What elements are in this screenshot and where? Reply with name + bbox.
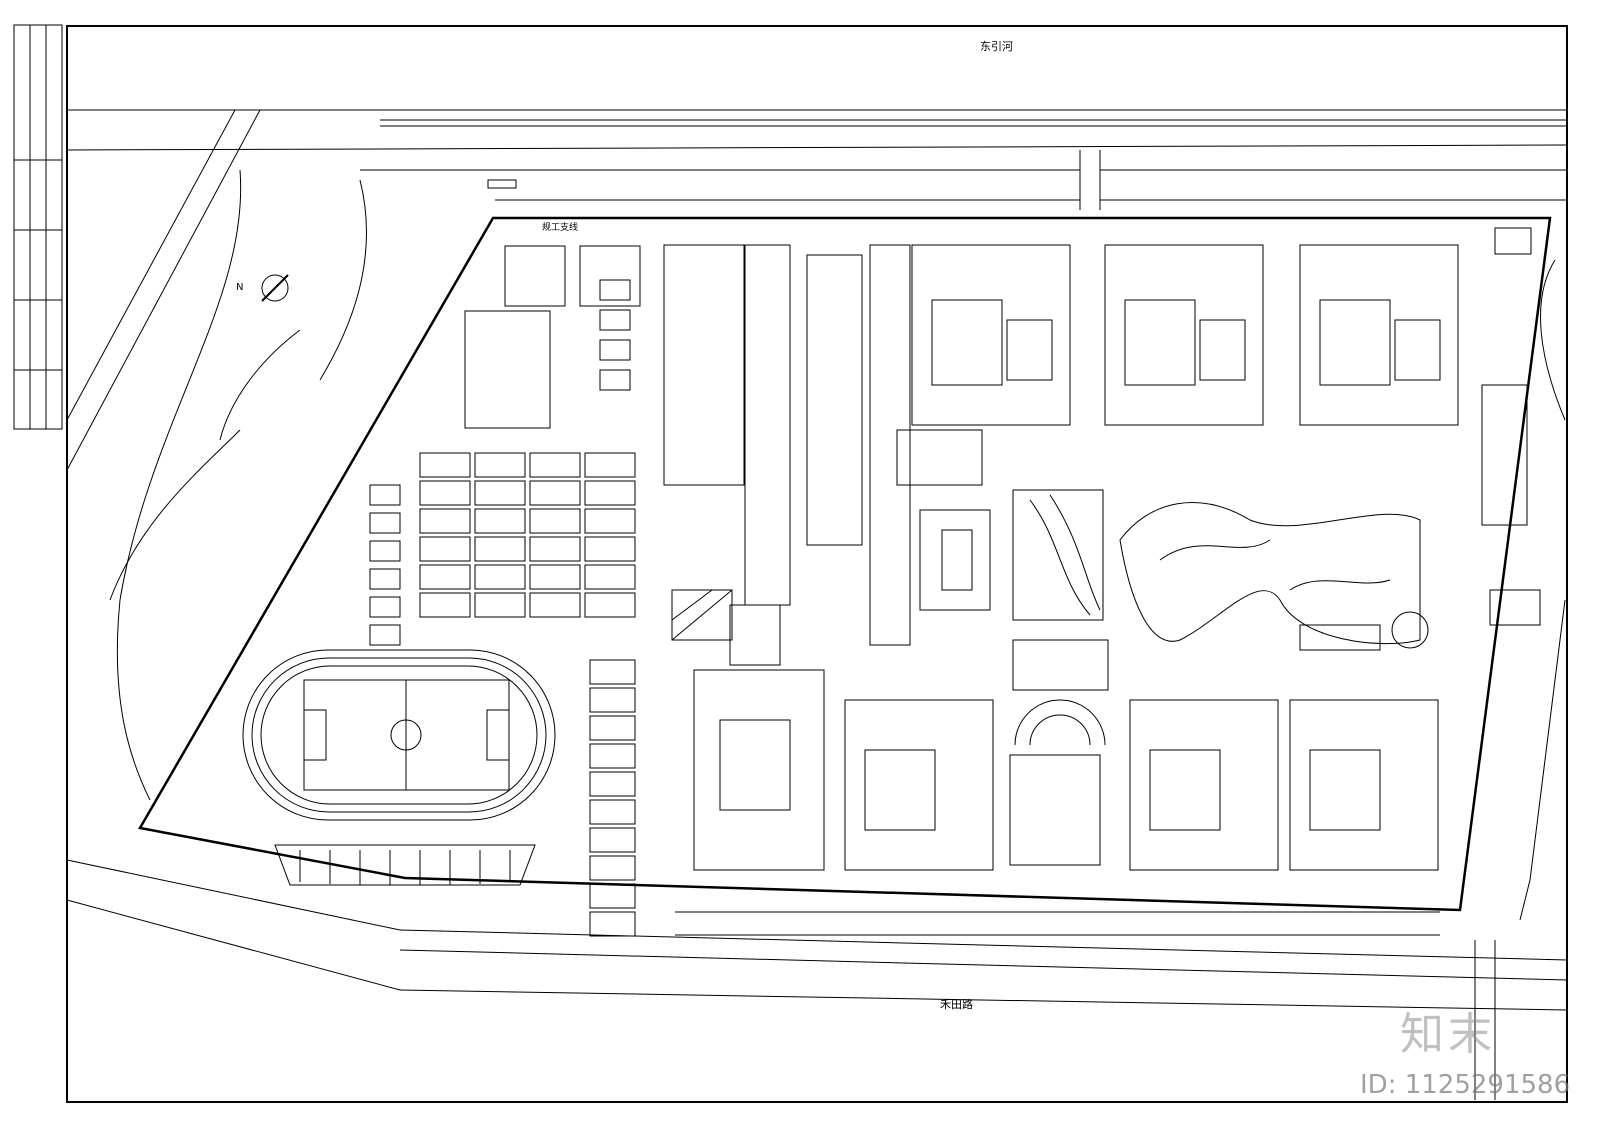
basketball-court [529, 536, 581, 562]
north-label: N [236, 282, 243, 293]
diagonal-highway [66, 109, 367, 801]
north-road [66, 144, 1568, 210]
basketball-court [474, 508, 526, 534]
drawing-frame [66, 25, 1568, 1103]
teaching-block-wing [1149, 749, 1221, 831]
teaching-block [1009, 754, 1101, 866]
basketball-court [589, 883, 636, 909]
teaching-block [1104, 244, 1264, 426]
basketball-court [589, 911, 636, 937]
river-label: 东引河 [980, 39, 1013, 53]
teaching-block-wing [931, 299, 1003, 386]
teaching-block-wing [1199, 319, 1246, 381]
basketball-court [474, 592, 526, 618]
south-road [66, 859, 1568, 1100]
basketball-court [589, 715, 636, 741]
teaching-block-wing [1319, 299, 1391, 386]
basketball-court [584, 508, 636, 534]
basketball-court [419, 564, 471, 590]
basketball-court [589, 687, 636, 713]
basketball-court [474, 564, 526, 590]
basketball-court [529, 592, 581, 618]
basketball-court [529, 508, 581, 534]
basketball-court [584, 592, 636, 618]
basketball-court [589, 743, 636, 769]
east-buildings [1481, 227, 1566, 921]
teaching-block [844, 699, 994, 871]
teaching-block-wing [1309, 749, 1381, 831]
basketball-court [589, 827, 636, 853]
basketball-court [419, 592, 471, 618]
teaching-block [911, 244, 1071, 426]
basketball-court [584, 452, 636, 478]
title-block-strip [13, 24, 63, 430]
basketball-court [474, 452, 526, 478]
basketball-court [529, 480, 581, 506]
basketball-court [529, 564, 581, 590]
watermark-id: ID: 1125291586 [1360, 1070, 1571, 1100]
tennis-court [369, 484, 401, 506]
basketball-court [419, 508, 471, 534]
river [67, 109, 1567, 127]
campus-boundary [138, 216, 1552, 912]
basketball-court [474, 536, 526, 562]
basketball-court [529, 452, 581, 478]
teaching-block-wing [1124, 299, 1196, 386]
sports-hall [464, 245, 641, 429]
basketball-court [589, 799, 636, 825]
central-plaza [1012, 489, 1109, 746]
basketball-court [419, 536, 471, 562]
court-grid [369, 452, 636, 646]
main-road-label: 禾田路 [940, 998, 973, 1011]
teaching-block-wing [1394, 319, 1441, 381]
tennis-court [369, 512, 401, 534]
teaching-block [1299, 244, 1459, 426]
teaching-block-wing [864, 749, 936, 831]
basketball-court [584, 536, 636, 562]
teaching-block-wing [1006, 319, 1053, 381]
running-track [242, 649, 556, 821]
north-arrow-icon [261, 274, 289, 302]
tennis-court [369, 568, 401, 590]
teaching-block [1129, 699, 1279, 871]
branch-road-label: 规工支线 [542, 221, 578, 233]
landscape-garden [1119, 502, 1429, 651]
basketball-court [474, 480, 526, 506]
tennis-court [369, 596, 401, 618]
central-buildings [663, 244, 991, 871]
tennis-court [369, 540, 401, 562]
basketball-court [584, 564, 636, 590]
basketball-court [589, 771, 636, 797]
basketball-court [419, 452, 471, 478]
basketball-court [589, 659, 636, 685]
court-column [589, 659, 636, 937]
basketball-court [419, 480, 471, 506]
teaching-block [1289, 699, 1439, 871]
tennis-court [369, 624, 401, 646]
basketball-court [584, 480, 636, 506]
watermark-brand: 知末 [1400, 1009, 1496, 1060]
basketball-court [589, 855, 636, 881]
grandstand [274, 844, 536, 886]
north-teaching-blocks [911, 244, 1459, 426]
south-teaching-blocks [844, 699, 1439, 871]
